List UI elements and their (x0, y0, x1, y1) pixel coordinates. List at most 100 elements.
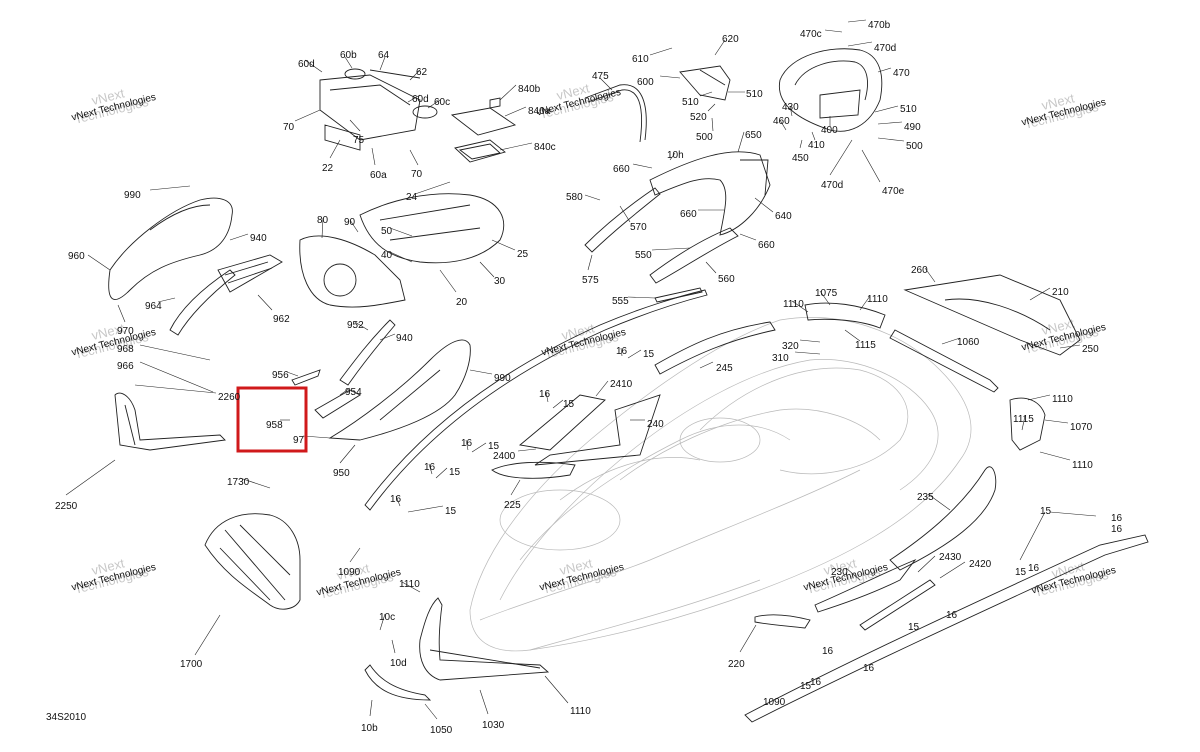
leader-line (939, 561, 966, 579)
part-label-954: 954 (345, 387, 362, 398)
leader-line (414, 181, 451, 195)
part-label-245: 245 (716, 363, 733, 374)
part-label-940: 940 (250, 233, 267, 244)
part-label-660: 660 (680, 209, 697, 220)
part-label-410: 410 (808, 140, 825, 151)
leader-line (707, 103, 716, 112)
part-label-650: 650 (745, 130, 762, 141)
leader-line (439, 269, 457, 293)
leader-line (427, 99, 441, 109)
leader-line (1039, 451, 1071, 461)
leader-line (649, 47, 673, 56)
leader-lines (65, 19, 1097, 720)
leader-line (329, 139, 341, 159)
leader-line (499, 84, 517, 101)
leader-line (149, 185, 191, 191)
part-label-640: 640 (775, 211, 792, 222)
leader-line (469, 369, 493, 375)
part-label-15: 15 (1015, 567, 1027, 578)
part-label-1070: 1070 (1070, 422, 1093, 433)
leader-line (714, 39, 726, 56)
part-label-500: 500 (696, 132, 713, 143)
leader-line (847, 41, 873, 47)
part-label-1110: 1110 (1072, 460, 1093, 471)
part-label-960: 960 (68, 251, 85, 262)
part-label-400: 400 (821, 125, 838, 136)
part-label-620: 620 (722, 34, 739, 45)
leader-line (349, 219, 359, 233)
part-label-460: 460 (773, 116, 790, 127)
part-label-840c: 840c (534, 142, 556, 153)
part-label-475: 475 (592, 71, 609, 82)
part-label-470b: 470b (868, 20, 891, 31)
part-label-16: 16 (1111, 524, 1123, 535)
part-label-1075: 1075 (815, 288, 838, 299)
leader-line (517, 448, 537, 452)
leader-line (799, 339, 821, 343)
leader-line (491, 239, 516, 251)
hull-drawing (469, 317, 972, 652)
part-label-16: 16 (946, 610, 958, 621)
part-label-22: 22 (322, 163, 334, 174)
leader-line (339, 387, 351, 396)
part-label-60a: 60a (370, 170, 387, 181)
part-label-570: 570 (630, 222, 647, 233)
leader-line (339, 444, 356, 464)
leader-line (117, 304, 126, 323)
leader-line (428, 463, 433, 475)
part-label-225: 225 (504, 500, 521, 511)
part-label-990: 990 (124, 190, 141, 201)
part-label-15: 15 (449, 467, 461, 478)
leader-line (659, 75, 681, 79)
part-label-1110: 1110 (867, 294, 888, 305)
leader-line (859, 295, 871, 311)
part-label-450: 450 (792, 153, 809, 164)
part-label-16: 16 (1111, 513, 1123, 524)
part-label-60c: 60c (434, 97, 450, 108)
leader-line (134, 384, 217, 394)
leader-line (632, 163, 653, 169)
part-label-660: 660 (613, 164, 630, 175)
part-label-10d: 10d (390, 658, 407, 669)
part-label-470d: 470d (874, 43, 896, 54)
leader-line (587, 254, 593, 271)
part-label-60b: 60b (340, 50, 357, 61)
leader-line (739, 233, 757, 241)
part-label-15: 15 (563, 399, 575, 410)
part-label-25: 25 (517, 249, 529, 260)
leader-line (479, 261, 495, 278)
part-label-1730: 1730 (227, 477, 250, 488)
leader-line (407, 94, 421, 103)
part-label-962: 962 (273, 314, 290, 325)
leader-line (844, 329, 861, 342)
part-label-1090: 1090 (338, 567, 361, 578)
part-label-580: 580 (566, 192, 583, 203)
part-label-510: 510 (900, 104, 917, 115)
part-label-60d: 60d (412, 94, 429, 105)
part-label-15: 15 (800, 681, 812, 692)
leader-line (1027, 394, 1051, 401)
part-label-20: 20 (456, 297, 468, 308)
part-label-80: 80 (317, 215, 329, 226)
leader-line (409, 69, 421, 81)
leader-line (829, 139, 853, 176)
part-label-30: 30 (494, 276, 506, 287)
leader-line (1049, 511, 1097, 517)
leader-line (584, 194, 601, 201)
part-label-1115: 1115 (855, 340, 876, 351)
leader-line (424, 703, 438, 720)
leader-line (369, 699, 373, 717)
part-label-75: 75 (353, 135, 365, 146)
highlight-box-958 (236, 386, 308, 453)
part-label-220: 220 (728, 659, 745, 670)
part-label-16: 16 (461, 438, 473, 449)
part-label-2260: 2260 (218, 392, 241, 403)
leader-line (229, 233, 249, 241)
leader-line (1019, 511, 1046, 561)
